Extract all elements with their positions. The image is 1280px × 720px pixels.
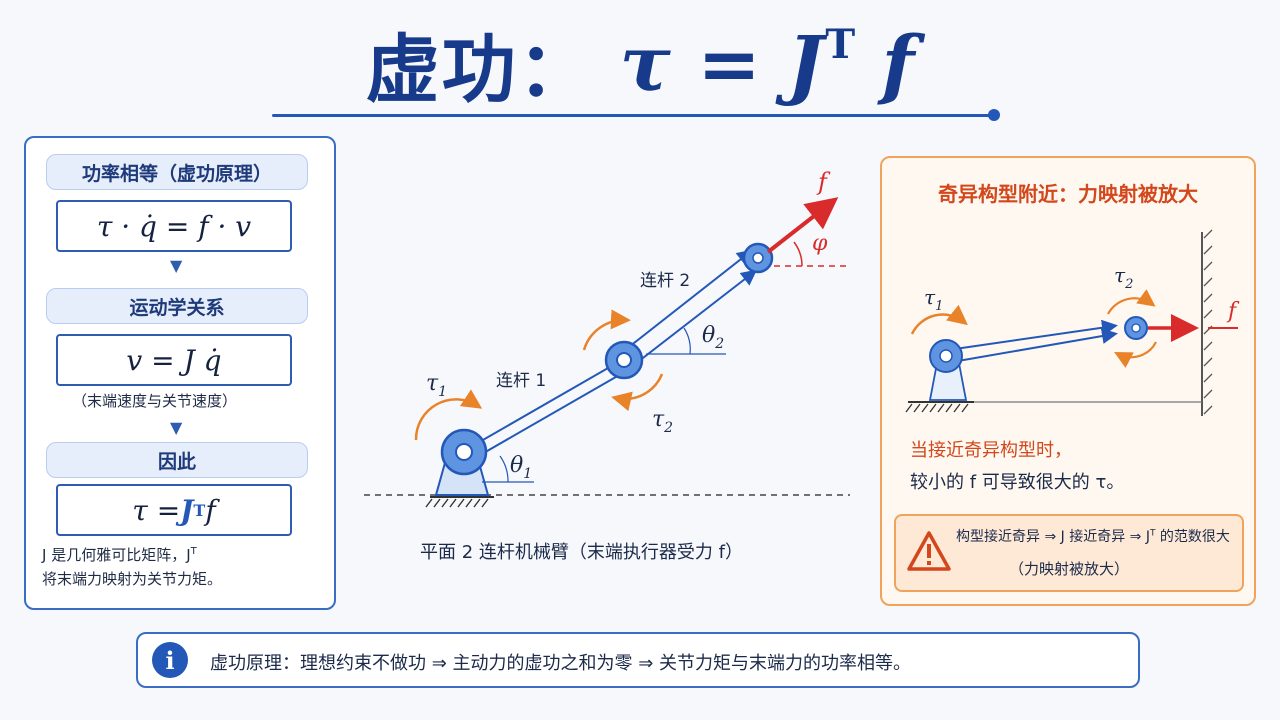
tau1-label: τ1	[426, 371, 447, 400]
jacobian-note-line2: 将末端力映射为关节力矩。	[42, 570, 223, 588]
title-chinese: 虚功：	[365, 26, 594, 113]
title-underline-dot	[988, 109, 1000, 121]
title-formula: τ = JT f	[619, 18, 915, 108]
singularity-text-2: 较小的 f 可导致很大的 τ。	[910, 472, 1125, 493]
kinematics-note: （末端速度与关节速度）	[72, 392, 238, 410]
force-arrow	[766, 197, 839, 254]
singular-torque-2-arrow-lower	[1114, 341, 1157, 368]
torque-2-arrow-upper	[582, 309, 631, 351]
section-kinematics: 运动学关系	[46, 288, 308, 324]
arrow-down-icon: ▼	[170, 418, 183, 437]
phi-arc	[793, 241, 803, 267]
singular-torque-1-arrow	[910, 304, 968, 335]
page-title: 虚功： τ = JT f	[0, 8, 1280, 118]
singularity-text-1: 当接近奇异构型时，	[910, 440, 1072, 461]
torque-2-arrow-lower	[611, 373, 664, 412]
singular-joint-1	[929, 339, 963, 373]
equation-kinematics: v = J q̇	[56, 334, 292, 386]
section-power-equality: 功率相等（虚功原理）	[46, 154, 308, 190]
link2-label: 连杆 2	[640, 271, 690, 291]
joint-2	[604, 340, 644, 380]
singular-tau1-label: τ1	[924, 285, 943, 314]
info-icon: i	[152, 642, 188, 678]
arrow-down-icon: ▼	[170, 256, 183, 275]
principle-summary-bar: i 虚功原理：理想约束不做功 ⇒ 主动力的虚功之和为零 ⇒ 关节力矩与末端力的功…	[136, 632, 1140, 688]
principle-summary-text: 虚功原理：理想约束不做功 ⇒ 主动力的虚功之和为零 ⇒ 关节力矩与末端力的功率相…	[210, 653, 912, 674]
warning-box: 构型接近奇异 ⇒ J 接近奇异 ⇒ JT 的范数很大 （力映射被放大）	[894, 514, 1244, 592]
title-underline	[272, 114, 994, 117]
phi-label: φ	[812, 231, 828, 256]
wall	[1201, 229, 1213, 416]
singular-link-lower	[951, 328, 1118, 363]
singular-arm-diagram: τ1 τ2 f	[905, 229, 1240, 416]
singular-joint-2	[1124, 316, 1148, 340]
section-therefore: 因此	[46, 442, 308, 478]
warning-line-2: （力映射被放大）	[1008, 560, 1129, 578]
tau2-label: τ2	[652, 407, 673, 436]
warning-line-1: 构型接近奇异 ⇒ J 接近奇异 ⇒ JT 的范数很大	[956, 528, 1230, 545]
diagram-caption: 平面 2 连杆机械臂（末端执行器受力 f）	[420, 542, 743, 563]
singular-force-label: f	[1226, 299, 1240, 324]
theta1-label: θ1	[510, 453, 532, 482]
singular-torque-2-arrow-upper	[1107, 289, 1156, 315]
torque-1-arrow	[414, 389, 483, 441]
theta1-arc	[499, 455, 509, 483]
singularity-panel: 奇异构型附近：力映射被放大 τ1	[880, 156, 1256, 606]
link-1	[461, 359, 629, 463]
theta2-arc	[683, 327, 691, 355]
end-effector	[742, 242, 774, 274]
singularity-title: 奇异构型附近：力映射被放大	[938, 182, 1198, 206]
link-2	[619, 249, 758, 369]
jacobian-note-line1: J 是几何雅可比矩阵，JT	[42, 546, 197, 564]
two-link-arm-diagram: τ1 τ2 θ1 θ2 φ f 连杆 1 连杆 2	[364, 168, 850, 508]
equation-power: τ · q̇ = f · v	[56, 200, 292, 252]
singular-tau2-label: τ2	[1114, 263, 1133, 292]
link1-label: 连杆 1	[496, 371, 546, 391]
joint-1	[440, 428, 488, 476]
singular-link-upper	[947, 319, 1118, 351]
force-label: f	[816, 168, 831, 196]
derivation-panel: 功率相等（虚功原理） τ · q̇ = f · v ▼ 运动学关系 v = J …	[24, 136, 336, 610]
theta2-label: θ2	[702, 323, 724, 352]
warning-icon	[907, 531, 951, 571]
